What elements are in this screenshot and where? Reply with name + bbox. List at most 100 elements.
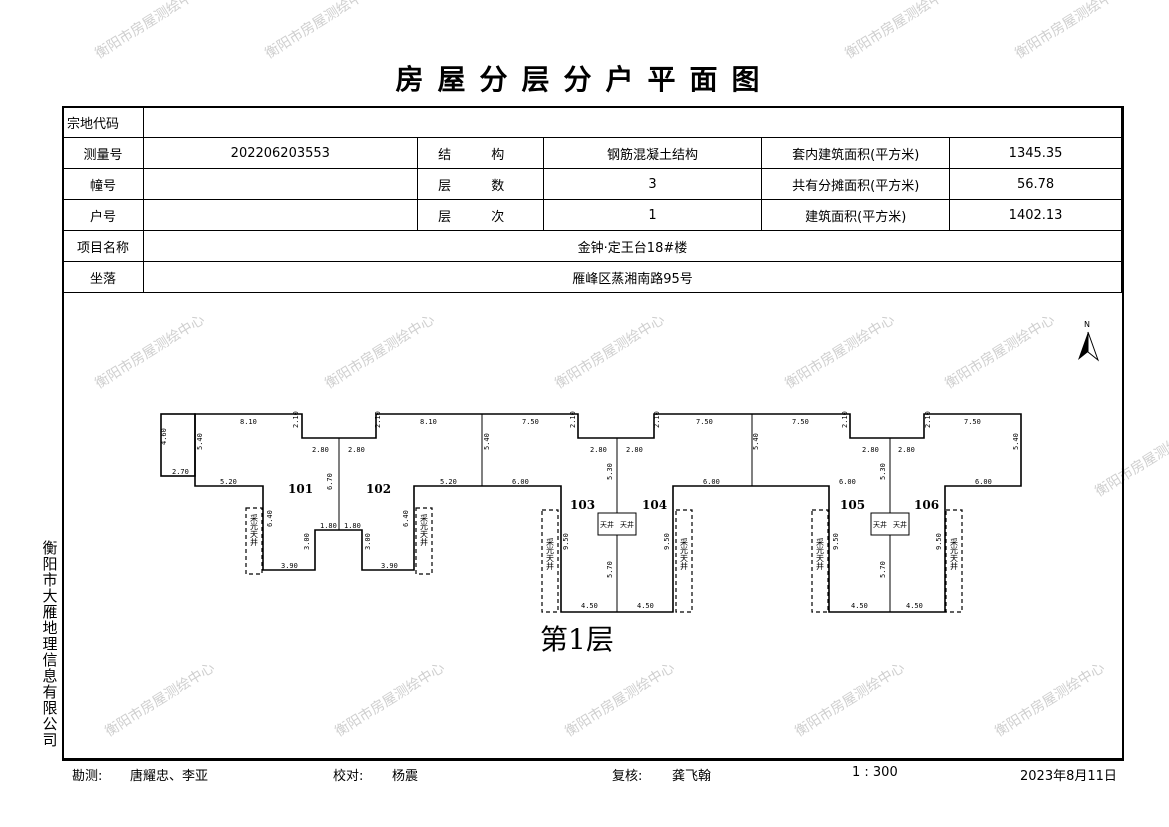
reviewer-value: 龚飞翰	[672, 769, 712, 784]
unit-label-106: 106	[914, 498, 939, 512]
floors-value: 3	[542, 168, 763, 200]
dimension-label: 2.80	[312, 446, 329, 454]
dimension-label: 5.20	[220, 478, 237, 486]
dimension-label: 4.50	[906, 602, 923, 610]
dimension-label: 6.00	[839, 478, 856, 486]
checker-value: 杨震	[392, 769, 419, 784]
dimension-label: 2.80	[862, 446, 879, 454]
unit-label-104: 104	[642, 498, 667, 512]
dimension-label: 7.50	[522, 418, 539, 426]
dimension-label: 5.30	[606, 463, 614, 480]
dimension-label: 3.00	[303, 533, 311, 550]
lightwell-label: 采光天井	[816, 537, 825, 571]
dimension-label: 5.40	[752, 433, 760, 450]
dimension-label: 9.50	[663, 533, 671, 550]
total-area-value: 1402.13	[949, 199, 1122, 231]
dimension-label: 8.10	[240, 418, 257, 426]
dimension-label: 3.90	[381, 562, 398, 570]
inner-area-label: 套内建筑面积(平方米)	[761, 137, 951, 169]
dimension-label: 2.80	[626, 446, 643, 454]
dimension-label: 2.80	[898, 446, 915, 454]
dimension-label: 5.70	[879, 561, 887, 578]
lightwell-box	[945, 509, 963, 613]
survey-no-label: 测量号	[62, 137, 144, 169]
dimension-label: 7.50	[964, 418, 981, 426]
dimension-label: 6.00	[703, 478, 720, 486]
courtyard-box	[597, 512, 637, 536]
courtyard-label: 天井	[873, 520, 887, 529]
project-label: 项目名称	[62, 230, 144, 262]
date: 2023年8月11日	[1020, 769, 1117, 784]
shared-area-value: 56.78	[949, 168, 1122, 200]
surveyor-label: 勘测:	[72, 769, 103, 784]
dimension-label: 2.70	[172, 468, 189, 476]
checker-label: 校对:	[333, 769, 364, 784]
dimension-label: 6.70	[326, 473, 334, 490]
dimension-label: 5.70	[606, 561, 614, 578]
dimension-label: 2.10	[653, 411, 661, 428]
unit-label-103: 103	[570, 498, 595, 512]
dimension-label: 1.80	[344, 522, 361, 530]
dimension-label: 4.50	[581, 602, 598, 610]
dimension-label: 5.30	[879, 463, 887, 480]
lightwell-box	[541, 509, 559, 613]
dimension-label: 2.10	[569, 411, 577, 428]
page-title: 房屋分层分户平面图	[395, 63, 774, 96]
courtyard-label: 天井	[620, 520, 634, 529]
total-area-label: 建筑面积(平方米)	[761, 199, 951, 231]
north-arrow-icon: N	[1078, 320, 1100, 362]
dimension-label: 3.90	[281, 562, 298, 570]
dimension-label: 7.50	[792, 418, 809, 426]
unit-label-101: 101	[288, 482, 313, 496]
unit-label-105: 105	[840, 498, 865, 512]
dimension-label: 5.40	[1012, 433, 1020, 450]
location-value: 雁峰区蒸湘南路95号	[142, 261, 1123, 293]
lightwell-label: 采光天井	[250, 513, 259, 547]
lightwell-box	[415, 507, 433, 575]
dimension-label: 2.80	[590, 446, 607, 454]
dimension-label: 5.40	[483, 433, 491, 450]
dimension-label: 8.10	[420, 418, 437, 426]
building-no-label: 幢号	[62, 168, 144, 200]
courtyard-label: 天井	[600, 520, 614, 529]
dimension-label: 3.00	[364, 533, 372, 550]
company-side-text: 衡阳市大雁地理信息有限公司	[42, 539, 58, 749]
dimension-label: 6.00	[512, 478, 529, 486]
lightwell-box	[675, 509, 693, 613]
dimension-label: 5.40	[196, 433, 204, 450]
reviewer-label: 复核:	[612, 769, 643, 784]
annex-room	[160, 413, 196, 477]
dimension-label: 9.50	[935, 533, 943, 550]
lightwell-label: 采光天井	[546, 537, 555, 571]
dimension-label: 6.00	[975, 478, 992, 486]
inner-area-value: 1345.35	[949, 137, 1122, 169]
lightwell-label: 采光天井	[680, 537, 689, 571]
lightwell-box	[245, 507, 263, 575]
structure-label: 结 构	[416, 137, 544, 169]
unit-label-102: 102	[366, 482, 391, 496]
floor-label: 第1层	[540, 623, 614, 656]
floor-level-value: 1	[542, 199, 763, 231]
building-no-value	[142, 168, 418, 200]
dimension-label: 7.50	[696, 418, 713, 426]
dimension-label: 6.40	[402, 510, 410, 527]
courtyard-box	[870, 512, 910, 536]
dimension-label: 2.10	[292, 411, 300, 428]
lightwell-label: 采光天井	[420, 513, 429, 547]
dimension-label: 2.10	[841, 411, 849, 428]
dimension-label: 2.80	[348, 446, 365, 454]
dimension-label: 4.60	[160, 428, 168, 445]
dimension-label: 9.50	[832, 533, 840, 550]
dimension-label: 4.50	[851, 602, 868, 610]
lightwell-box	[811, 509, 829, 613]
dimension-label: 9.50	[562, 533, 570, 550]
dimension-label: 4.50	[637, 602, 654, 610]
dimension-label: 2.10	[374, 411, 382, 428]
floors-label: 层 数	[416, 168, 544, 200]
dimension-label: 2.10	[924, 411, 932, 428]
dimension-label: 5.20	[440, 478, 457, 486]
scale: 1 : 300	[852, 765, 898, 780]
surveyor-value: 唐耀忠、李亚	[130, 769, 209, 784]
